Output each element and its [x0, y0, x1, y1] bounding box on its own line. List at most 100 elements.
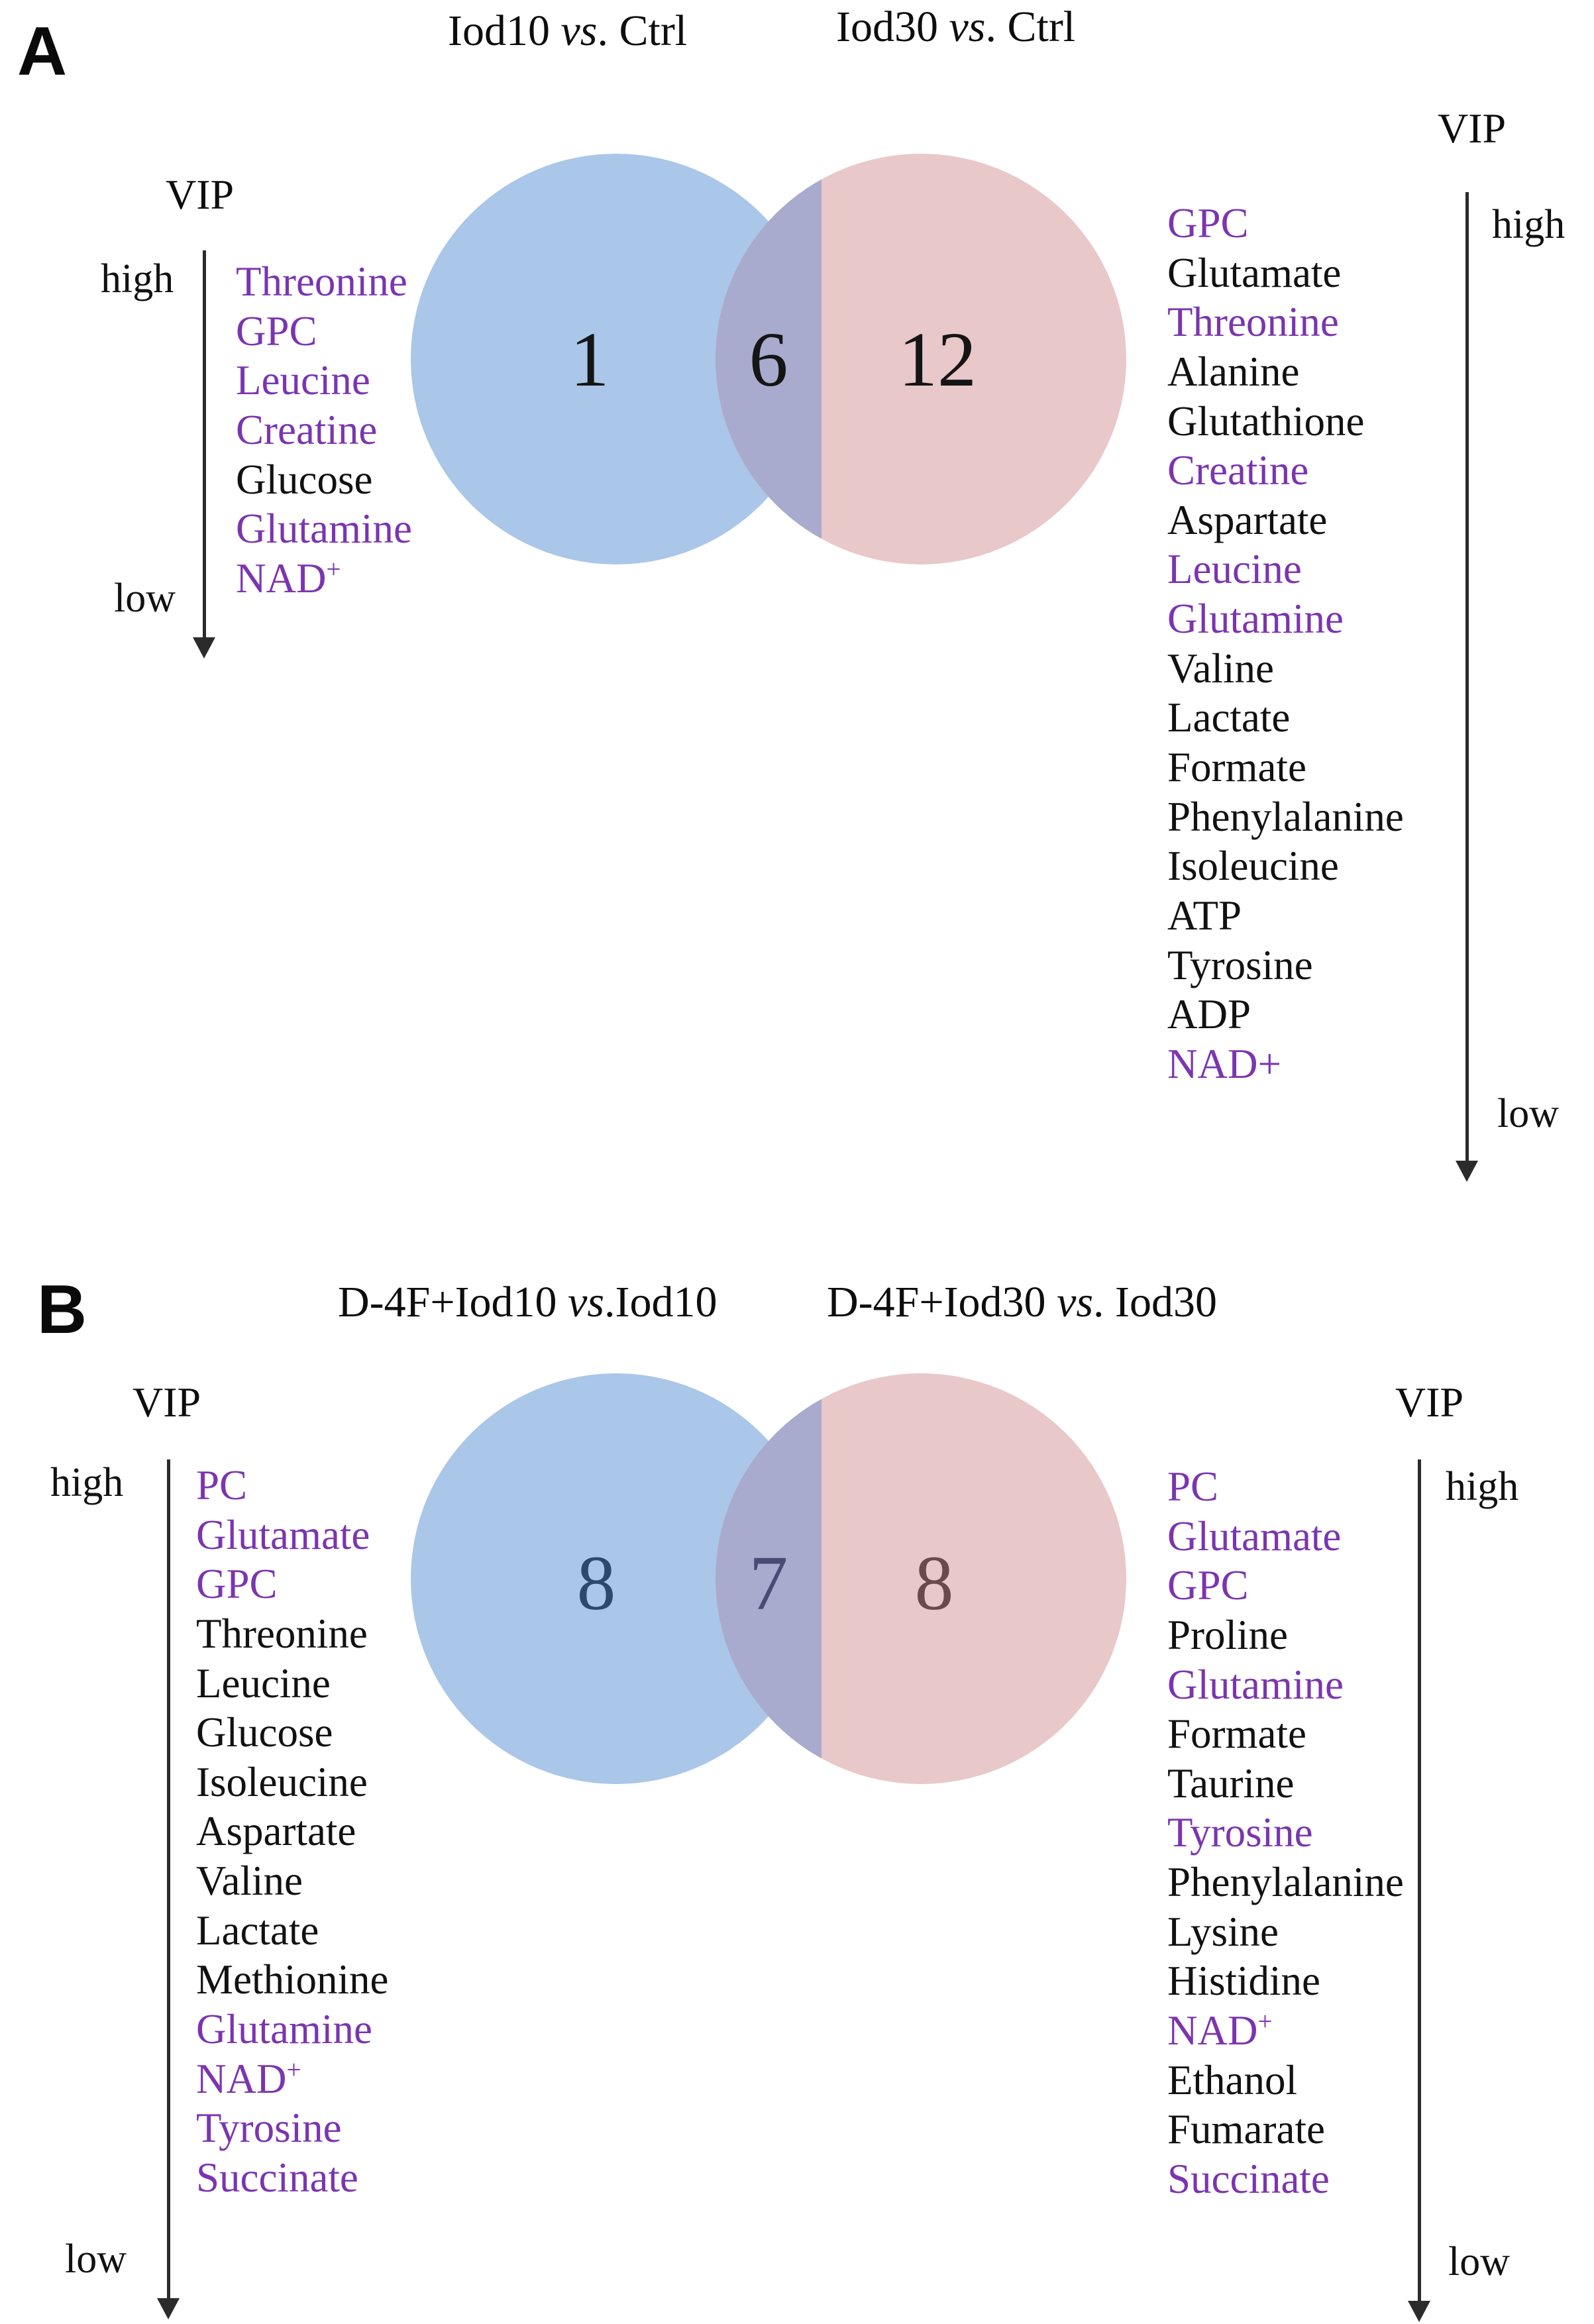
metabolite-item: Glutamine [236, 505, 412, 553]
metabolite-item: Tyrosine [196, 2105, 342, 2152]
vip-high-right-a: high [1492, 202, 1566, 247]
metabolite-item: Threonine [236, 258, 407, 305]
metabolite-item: Succinate [196, 2154, 358, 2201]
metabolite-item: Lactate [196, 1907, 319, 1954]
metabolite-item: Glutathione [1167, 397, 1365, 445]
venn-count-left-b: 8 [576, 1540, 616, 1626]
venn-title-right-b-tail: . Iod30 [1093, 1278, 1218, 1326]
metabolite-item: GPC [1167, 200, 1249, 246]
metabolite-item: Phenylalanine [1167, 793, 1404, 840]
venn-title-left-a: Iod10 vs. Ctrl [448, 9, 687, 53]
metabolite-charge-superscript: + [326, 555, 341, 584]
vip-high-right-b: high [1446, 1464, 1519, 1509]
panel-a: A Iod10 vs. Ctrl Iod30 vs. Ctrl 1 6 12 V… [17, 5, 1566, 1182]
metabolite-charge-superscript: + [1257, 2007, 1273, 2036]
metabolite-item: Glutamate [1167, 249, 1342, 296]
metabolite-item: Glutamate [196, 1511, 370, 1558]
metabolite-item: Lactate [1167, 694, 1291, 741]
metabolite-item: Threonine [196, 1610, 368, 1657]
venn-title-right-a: Iod30 vs. Ctrl [836, 5, 1075, 49]
metabolite-item: Ethanol [1167, 2056, 1297, 2103]
metabolite-item: Glucose [236, 456, 373, 503]
vip-label-left-b: VIP [133, 1379, 201, 1426]
panel-letter-a: A [17, 13, 68, 90]
metabolite-item: Leucine [196, 1660, 331, 1707]
metabolite-item: Leucine [1167, 546, 1302, 593]
metabolite-item: Valine [196, 1858, 303, 1905]
venn-title-right-a-tail: . Ctrl [985, 3, 1076, 51]
vip-axis-left-b [167, 1459, 170, 2302]
metabolite-item: NAD+ [236, 554, 412, 604]
venn-count-right-b: 8 [914, 1540, 954, 1626]
metabolite-item: Isoleucine [196, 1758, 368, 1805]
vip-label-left-a: VIP [166, 171, 235, 218]
metabolite-item: Formate [1167, 744, 1306, 791]
vip-axis-arrowhead-right-a [1456, 1161, 1478, 1182]
metabolite-item: NAD+ [1167, 1040, 1282, 1087]
metabolite-item: Tyrosine [1167, 941, 1313, 988]
venn-title-left-b-vs: vs [568, 1278, 605, 1326]
metabolite-item: GPC [196, 1561, 278, 1608]
metabolite-item: Alanine [1167, 348, 1300, 395]
metabolite-item: Aspartate [1167, 496, 1328, 543]
panel-b: B D-4F+Iod10 vs.Iod10 D-4F+Iod30 vs. Iod… [0, 1229, 1594, 2324]
venn-diagram-b: 8 7 8 [411, 1373, 1126, 1784]
metabolite-name: NAD [196, 2055, 287, 2102]
venn-title-right-a-main: Iod30 [836, 3, 949, 51]
metabolite-item: Taurine [1167, 1760, 1295, 1807]
metabolite-item: Threonine [1167, 299, 1339, 346]
vip-axis-right-a [1465, 192, 1469, 1165]
metabolite-item: Aspartate [196, 1808, 356, 1855]
metabolite-item: Glutamine [196, 2006, 372, 2053]
venn-title-right-b: D-4F+Iod30 vs. Iod30 [827, 1281, 1217, 1324]
venn-title-left-b-main: D-4F+Iod10 [338, 1278, 568, 1326]
venn-count-intersection-a: 6 [749, 316, 788, 403]
metabolite-item: Creatine [236, 406, 378, 453]
venn-count-right-a: 12 [898, 316, 977, 403]
metabolite-charge-superscript: + [286, 2055, 301, 2084]
metabolite-item: Glutamine [1167, 1661, 1344, 1708]
metabolite-item: Fumarate [1167, 2106, 1325, 2153]
metabolite-item: NAD+ [1167, 2006, 1404, 2056]
metabolite-item: ADP [1167, 991, 1251, 1038]
panel-letter-b: B [37, 1271, 87, 1348]
vip-axis-arrowhead-left-b [157, 2298, 180, 2319]
metabolite-item: GPC [236, 307, 317, 354]
vip-label-right-b: VIP [1395, 1379, 1464, 1426]
vip-low-left-b: low [65, 2237, 127, 2282]
metabolite-item: Histidine [1167, 1958, 1320, 2005]
metabolite-item: Isoleucine [1167, 843, 1339, 890]
metabolite-item: Tyrosine [1167, 1809, 1313, 1856]
metabolite-item: Glucose [196, 1709, 333, 1756]
metabolite-item: Glutamate [1167, 1512, 1342, 1559]
venn-title-left-a-vs: vs [560, 7, 598, 55]
metabolite-item: Methionine [196, 1956, 389, 2003]
vip-label-right-a: VIP [1438, 105, 1507, 152]
venn-title-left-b: D-4F+Iod10 vs.Iod10 [338, 1281, 717, 1324]
venn-title-right-b-vs: vs [1057, 1278, 1094, 1326]
vip-high-left-a: high [101, 256, 174, 301]
vip-low-left-a: low [114, 576, 176, 621]
metabolite-item: PC [196, 1462, 248, 1508]
vip-high-left-b: high [50, 1460, 124, 1505]
metabolite-item: Succinate [1167, 2155, 1330, 2202]
vip-axis-arrowhead-right-b [1408, 2301, 1430, 2322]
venn-title-left-a-main: Iod10 [448, 7, 561, 55]
venn-count-intersection-b: 7 [749, 1540, 788, 1626]
metabolite-item: ATP [1167, 892, 1242, 939]
vip-low-right-b: low [1448, 2239, 1510, 2284]
metabolite-item: Valine [1167, 645, 1274, 692]
venn-title-left-b-tail: .Iod10 [604, 1278, 717, 1326]
metabolite-item: Proline [1167, 1611, 1288, 1658]
venn-title-left-a-tail: . Ctrl [597, 7, 688, 55]
metabolite-item: PC [1167, 1463, 1219, 1510]
vip-axis-arrowhead-left-a [193, 637, 215, 659]
venn-count-left-a: 1 [570, 316, 610, 403]
metabolite-item: Leucine [236, 357, 370, 404]
vip-axis-right-b [1418, 1459, 1421, 2305]
metabolite-item: Phenylalanine [1167, 1859, 1404, 1906]
